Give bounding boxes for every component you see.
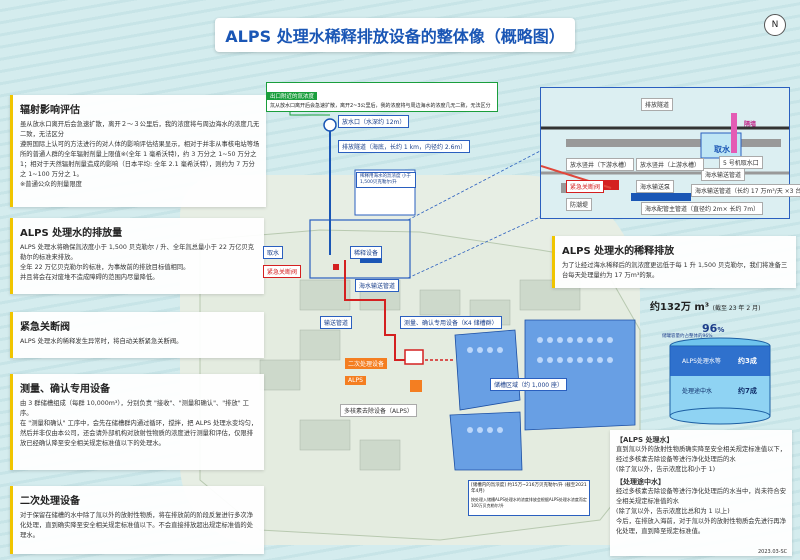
text-discharge-3: 并且将会在对废堆不造成障碍的范围内尽量降低。 [20,274,159,281]
segment-alps-value: 约3成 [738,357,757,365]
accent-bar [10,218,13,294]
inset-partition: 隔墙 [744,121,757,128]
inset-upper-shaft: 放水竖井（上游水槽） [636,158,705,171]
heading-measure: 测量、确认专用设备 [20,384,110,395]
tank-total: 约132万 m³ (截至 23 年 2 月) [650,298,760,313]
tank-percent: 96% [702,322,724,335]
text-radiation-note: ※普通公众的剂量限度 [20,181,82,188]
heading-discharge: ALPS 处理水的排放量 [20,228,123,239]
accent-bar [10,95,13,207]
heading-alps-treated: 【ALPS 处理水】 [616,436,674,444]
label-dilution-equip: 稀释设备 [350,246,383,259]
text-radiation-1: 虽从放水口离开后会急速扩散，离开２～３公里后，我的浓度将与周边海水的浓度几无二致… [20,121,260,138]
text-discharge-2: 全年 22 万亿贝克勒尔的标准，为事故前的排放目标值相同。 [20,264,190,271]
tank-cylinder [669,337,771,425]
inset-lower-shaft: 放水竖井（下游水槽） [566,158,635,171]
footer-code: 2023.03-SC [758,549,788,555]
outlet-note-box: 出口附近的氚浓度 氚从放水口离开后会急速扩散，离开2~3公里后，我的浓度将与周边… [266,82,498,112]
title-banner: ALPS 处理水稀释排放设备的整体像（概略图） [215,18,575,52]
outlet-note-title: 出口附近的氚浓度 [267,92,318,100]
panel-measure: 测量、确认专用设备 由 3 群储槽组成（每群 10,000m³），分别负责 "接… [10,374,264,470]
inset-pump: 海水输送泵 [636,180,675,193]
label-secondary-equip: 二次处理设备 [345,358,388,369]
tank-concentration-box: [储槽内的氚浓度] 约15万~216万贝克勒尔/升 (截至2021年4月) 按处… [468,480,590,516]
label-tunnel: 排放隧道（海底，长约 1 km，内径约 2.6m） [338,140,471,153]
label-alps: ALPS [345,376,366,385]
text-radiation-2: 遵照国际上认可的方法进行的对人体的影响评估结果显示，相对于并非从事核电站等场所的… [20,141,260,178]
heading-secondary: 二次处理设备 [20,496,80,507]
heading-in-process: 【处理途中水】 [616,478,665,486]
text-alps-treated-1: 直到氚以外的放射性物质确实降至安全相关规定标准值以下，经过多核素去除设备等进行净… [616,446,787,463]
inset-vertical-shaft: 海水输送管道 [701,168,746,181]
text-measure-2: 在 "测量和确认" 工序中，会先在储槽群内通过循环，搅拌，把 ALPS 处理水变… [20,420,258,447]
accent-bar [552,236,555,288]
panel-emergency: 紧急关断阀 ALPS 处理水的稀释发生异常时，将自动关断紧急关断阀。 [10,312,264,358]
text-alps-treated-2: (除了氚以外，告示浓度比和小于 1) [616,466,716,473]
tank-chart: 96% 储罐容量约占整体的96% ALPS处理水等 约3成 处理途中水 约7成 [662,322,774,426]
text-emergency: ALPS 处理水的稀释发生异常时，将自动关断紧急关断阀。 [20,338,183,345]
label-measure-tanks: 测量、确认专用设备（K4 储槽群） [400,316,502,329]
panel-radiation: 辐射影响评估 虽从放水口离开后会急速扩散，离开２～３公里后，我的浓度将与周边海水… [10,95,266,207]
page-title: ALPS 处理水稀释排放设备的整体像（概略图） [225,27,565,46]
label-emergency-valve: 紧急关断阀 [263,265,302,278]
inset-seawater-in: 取水 [714,145,730,154]
text-dilution: 为了让经过海水稀释后的氚浓度更远低于每 1 升 1,500 贝克勒尔，我们将准备… [562,262,788,279]
text-in-process-3: 今后，在排放入海前，对于氚以外的放射性物质会先进行再净化处理，直到降至规定标准值… [616,518,787,535]
panel-secondary: 二次处理设备 对于保留在储槽的水中除了氚以外的放射性物质，将在排放前的阶段反复进… [10,486,264,554]
panel-discharge: ALPS 处理水的排放量 ALPS 处理水将确保氚浓度小于 1,500 贝克勒尔… [10,218,264,294]
accent-bar [10,312,13,358]
label-pump-note: 稀释用海水的氚浓度 小于1,500贝克勒尔/升 [356,172,416,188]
text-in-process-2: (除了氚以外，告示浓度比总和为 1 以上) [616,508,730,515]
accent-bar [10,374,13,470]
label-seawater-pipe: 海水输送管道 [355,279,400,292]
segment-inprocess-label: 处理途中水 [682,388,713,395]
inset-header: 海水配管主管道（直径约 2m× 长约 7m） [641,202,764,215]
tank-note: 储罐容量约占整体的96% [662,334,713,339]
outlet-note-text: 氚从放水口离开后会急速扩散，离开2~3公里后，我的浓度将与周边海水的浓度几无二致… [270,103,491,109]
label-seawater-in: 取水 [263,246,284,259]
inset-unit5-outlet: 5 号机取水口 [719,156,763,169]
tank-concentration-title: [储槽内的氚浓度] 约15万~216万贝克勒尔/升 (截至2021年4月) [471,483,587,494]
tank-total-value: 约132万 m³ [650,302,710,313]
north-arrow-icon: N [764,14,786,36]
heading-emergency: 紧急关断阀 [20,322,70,333]
panel-dilution: ALPS 处理水的稀释排放 为了让经过海水稀释后的氚浓度更远低于每 1 升 1,… [552,236,796,288]
heading-dilution: ALPS 处理水的稀释排放 [562,246,675,257]
tank-percent-unit: % [717,326,725,334]
label-tank-area: 储槽区域（约 1,000 座） [490,378,567,391]
inset-emergency-valve: 紧急关断阀 [566,180,605,193]
label-treat-facility: 多核素去除设备（ALPS） [340,404,417,417]
inset-breakwater: 防潮堤 [566,198,593,211]
text-secondary: 对于保留在储槽的水中除了氚以外的放射性物质，将在排放前的阶段反复进行多次净化处理… [20,512,253,539]
heading-radiation: 辐射影响评估 [20,105,80,116]
segment-inprocess-value: 约7成 [738,387,757,395]
tank-concentration-detail: 按处理入储槽ALPS处理水的浓度排放会根据ALPS处理水浓度而定 100万贝克勒… [471,497,587,508]
label-trans-tunnel: 输送管道 [320,316,353,329]
label-outlet: 放水口（水深约 12m） [338,115,410,128]
text-discharge-1: ALPS 处理水将确保氚浓度小于 1,500 贝克勒尔 / 升、全年氚总量小于 … [20,244,255,261]
text-measure-1: 由 3 群储槽组成（每群 10,000m³），分别负责 "接收"、"测量和确认"… [20,400,249,417]
inset-detail: 排放隧道 取水 隔墙 海水输送管道 放水竖井（下游水槽） 放水竖井（上游水槽） … [540,87,800,219]
inset-drain-tunnel: 排放隧道 [641,98,674,111]
tank-percent-value: 96 [702,322,718,335]
text-in-process-1: 经过多核素去除设备等进行净化处理后的水当中，尚未符合安全相关规定标准值的水 [616,488,787,505]
inset-outlet-shaft: 海水输送管道（长约 17 万m³/天 ×3 台） [691,184,800,197]
panel-alps-definition: 【ALPS 处理水】 直到氚以外的放射性物质确实降至安全相关规定标准值以下，经过… [610,430,792,556]
segment-alps-label: ALPS处理水等 [682,358,721,365]
tank-total-note: (截至 23 年 2 月) [712,305,761,312]
accent-bar [10,486,13,554]
